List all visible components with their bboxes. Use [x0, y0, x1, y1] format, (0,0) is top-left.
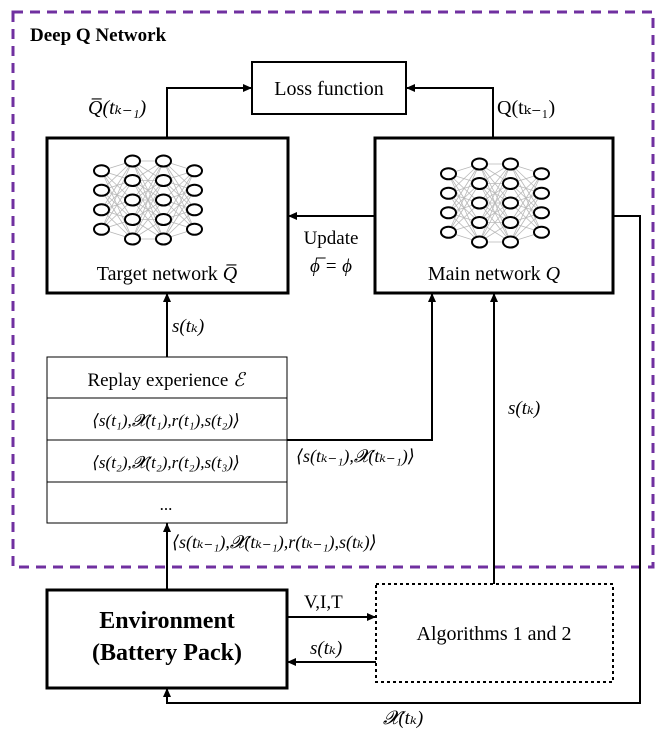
- network-node: [502, 177, 519, 190]
- dqn-region-border: [11, 10, 655, 569]
- network-node: [533, 186, 550, 200]
- network-node: [93, 222, 110, 236]
- network-edge: [448, 163, 480, 233]
- network-node: [155, 174, 172, 187]
- network-node: [93, 203, 110, 217]
- network-node: [440, 225, 457, 239]
- network-node: [186, 164, 203, 178]
- target-network-icon: [93, 154, 203, 246]
- network-node: [471, 177, 488, 190]
- network-node: [440, 186, 457, 200]
- network-node: [533, 225, 550, 239]
- network-edge: [510, 173, 542, 243]
- label-s-x-prev: ⟨s(tₖ₋₁),𝓧(tₖ₋₁)⟩: [296, 446, 415, 467]
- main-network-icon: [440, 157, 550, 249]
- network-edge: [510, 173, 542, 223]
- arrow-replay-to-main: [287, 293, 436, 441]
- network-edge: [479, 183, 511, 243]
- network-node: [93, 164, 110, 178]
- label-s-tk-left: s(tₖ): [172, 316, 204, 337]
- main-network-label: Main network Q: [428, 263, 561, 285]
- network-node: [155, 232, 172, 246]
- arrow-target-to-loss: [166, 84, 252, 138]
- replay-row-1: ⟨s(t₁),𝓧(t₁),r(t₁),s(t₂)⟩: [92, 411, 239, 430]
- network-node: [155, 213, 172, 226]
- environment-box: [45, 588, 289, 690]
- network-edge: [448, 183, 480, 233]
- network-node: [155, 154, 172, 168]
- network-node: [186, 183, 203, 197]
- network-node: [533, 206, 550, 220]
- network-node: [502, 235, 519, 249]
- network-edge: [163, 170, 195, 240]
- network-edge: [163, 170, 195, 220]
- network-node: [440, 167, 457, 181]
- network-node: [124, 193, 141, 207]
- network-edge: [510, 193, 542, 243]
- network-edge: [163, 190, 195, 240]
- label-s-tk-env: s(tₖ): [310, 638, 342, 659]
- label-q-prev: Q(tₖ₋₁): [497, 97, 555, 119]
- target-network-label: Target network Q̅: [97, 263, 238, 285]
- network-node: [533, 167, 550, 181]
- network-node: [471, 157, 488, 171]
- loss-function-box: [251, 61, 407, 115]
- network-node: [155, 193, 172, 207]
- network-node: [502, 216, 519, 229]
- arrow-main-to-environment: [163, 215, 641, 704]
- label-update-eq: ϕ̅ = ϕ: [310, 256, 352, 277]
- algorithms-label: Algorithms 1 and 2: [417, 623, 572, 645]
- network-node: [471, 216, 488, 229]
- network-node: [124, 154, 141, 168]
- algorithms-box: [375, 583, 614, 683]
- label-x-tk: 𝓧(tₖ): [383, 708, 423, 729]
- label-update: Update: [304, 228, 359, 249]
- network-node: [124, 174, 141, 187]
- network-edge: [132, 160, 164, 240]
- replay-experience-header: Replay experience ℰ: [87, 370, 247, 391]
- network-edge: [479, 163, 511, 204]
- network-node: [471, 196, 488, 210]
- network-edge: [479, 163, 511, 243]
- label-vit: V,I,T: [304, 592, 343, 613]
- network-node: [502, 157, 519, 171]
- network-edge: [132, 160, 164, 201]
- network-edge: [479, 202, 511, 243]
- network-node: [124, 213, 141, 226]
- environment-label-line2: (Battery Pack): [92, 640, 242, 666]
- environment-label-line1: Environment: [99, 608, 235, 634]
- network-node: [124, 232, 141, 246]
- network-edge: [132, 180, 164, 240]
- network-node: [440, 206, 457, 220]
- network-node: [471, 235, 488, 249]
- label-s-tk-right: s(tₖ): [508, 398, 540, 419]
- network-edge: [448, 163, 480, 213]
- network-edge: [132, 160, 164, 220]
- network-edge: [101, 180, 133, 230]
- network-edge: [101, 160, 133, 210]
- dqn-title: Deep Q Network: [30, 25, 167, 46]
- network-edge: [132, 199, 164, 240]
- network-node: [502, 196, 519, 210]
- loss-function-label: Loss function: [274, 78, 383, 100]
- network-node: [186, 203, 203, 217]
- label-tuple-prev: ⟨s(tₖ₋₁),𝓧(tₖ₋₁),r(tₖ₋₁),s(tₖ)⟩: [172, 532, 377, 553]
- network-node: [93, 183, 110, 197]
- network-edge: [101, 160, 133, 230]
- replay-row-3: ...: [160, 495, 173, 514]
- label-q-bar-prev: Q̅(tₖ₋₁): [88, 97, 146, 119]
- arrow-main-to-loss: [406, 84, 494, 138]
- network-node: [186, 222, 203, 236]
- replay-row-2: ⟨s(t₂),𝓧(t₂),r(t₂),s(t₃)⟩: [92, 453, 239, 472]
- network-edge: [479, 163, 511, 223]
